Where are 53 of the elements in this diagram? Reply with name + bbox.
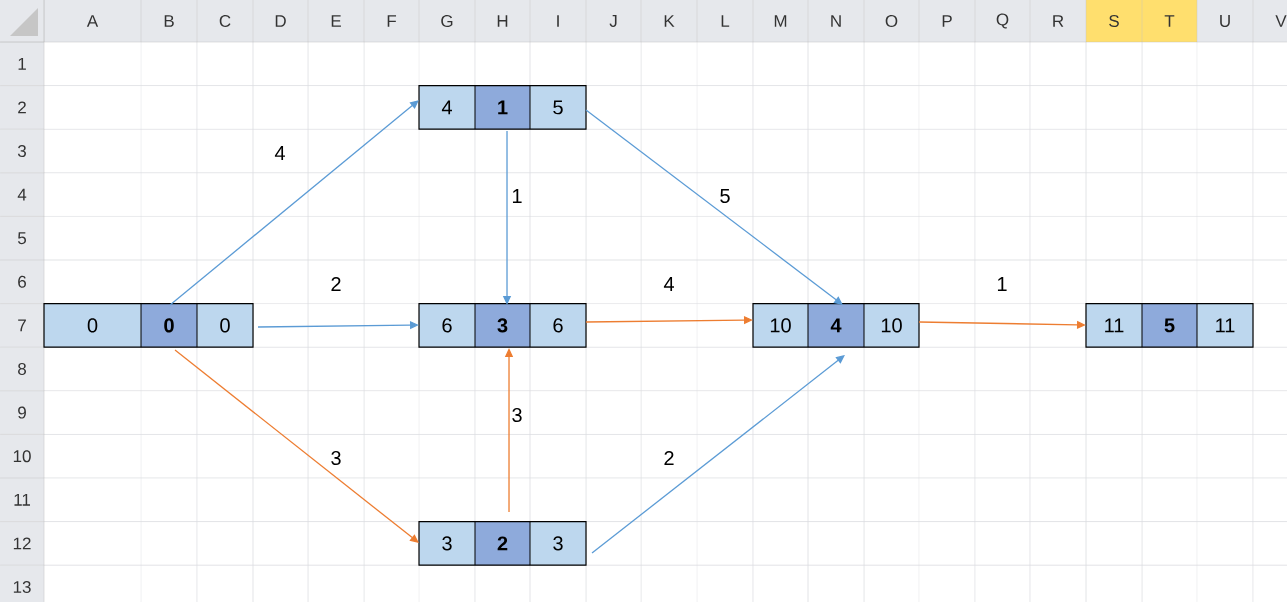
edge-label: 1 <box>510 188 524 204</box>
column-header: U <box>1196 0 1253 43</box>
event-box: 3 2 3 <box>418 521 587 566</box>
edge-label: 5 <box>718 188 732 204</box>
edge-label: 2 <box>329 276 343 292</box>
arrow <box>585 109 843 305</box>
row-header: 13 <box>0 565 45 602</box>
arrow <box>174 349 419 543</box>
column-header: N <box>807 0 864 43</box>
column-header: R <box>1029 0 1086 43</box>
column-header: K <box>640 0 697 43</box>
event-box: 6 3 6 <box>418 303 587 348</box>
row-header: 1 <box>0 41 45 86</box>
column-header: I <box>529 0 586 43</box>
column-header: L <box>696 0 753 43</box>
column-header: G <box>418 0 475 43</box>
row-header: 7 <box>0 303 45 348</box>
edge-label: 4 <box>273 145 287 161</box>
row-header: 9 <box>0 390 45 435</box>
row-header: 10 <box>0 434 45 478</box>
column-header: D <box>252 0 308 43</box>
edge-label: 3 <box>510 406 524 424</box>
row-header: 11 <box>0 477 45 522</box>
event-box: 4 1 5 <box>418 85 587 130</box>
column-header: J <box>585 0 641 43</box>
column-header: O <box>863 0 919 43</box>
row-header: 4 <box>0 172 45 217</box>
column-header: P <box>918 0 975 43</box>
event-box: 0 0 0 <box>43 303 254 348</box>
column-header: T <box>1141 0 1197 43</box>
edge-label: 2 <box>662 450 676 466</box>
column-header: E <box>307 0 364 43</box>
arrow <box>591 355 845 554</box>
edge-label: 1 <box>995 276 1009 292</box>
column-header: B <box>140 0 197 43</box>
row-header: 5 <box>0 216 45 260</box>
column-header: F <box>363 0 419 43</box>
column-header: S <box>1085 0 1142 43</box>
row-header: 12 <box>0 521 45 566</box>
edge-label: 3 <box>329 449 343 467</box>
arrow <box>169 100 419 306</box>
event-box: 11 5 11 <box>1085 303 1254 348</box>
column-header: H <box>474 0 530 43</box>
edge-label: 4 <box>662 276 676 292</box>
column-header: Q <box>974 0 1030 43</box>
column-header: C <box>196 0 253 43</box>
row-header: 6 <box>0 259 45 304</box>
row-header: 8 <box>0 347 45 391</box>
column-header: M <box>752 0 808 43</box>
event-box: 10 4 10 <box>752 303 920 348</box>
row-header: 2 <box>0 85 45 130</box>
column-header: V <box>1252 0 1287 43</box>
row-header: 3 <box>0 129 45 173</box>
